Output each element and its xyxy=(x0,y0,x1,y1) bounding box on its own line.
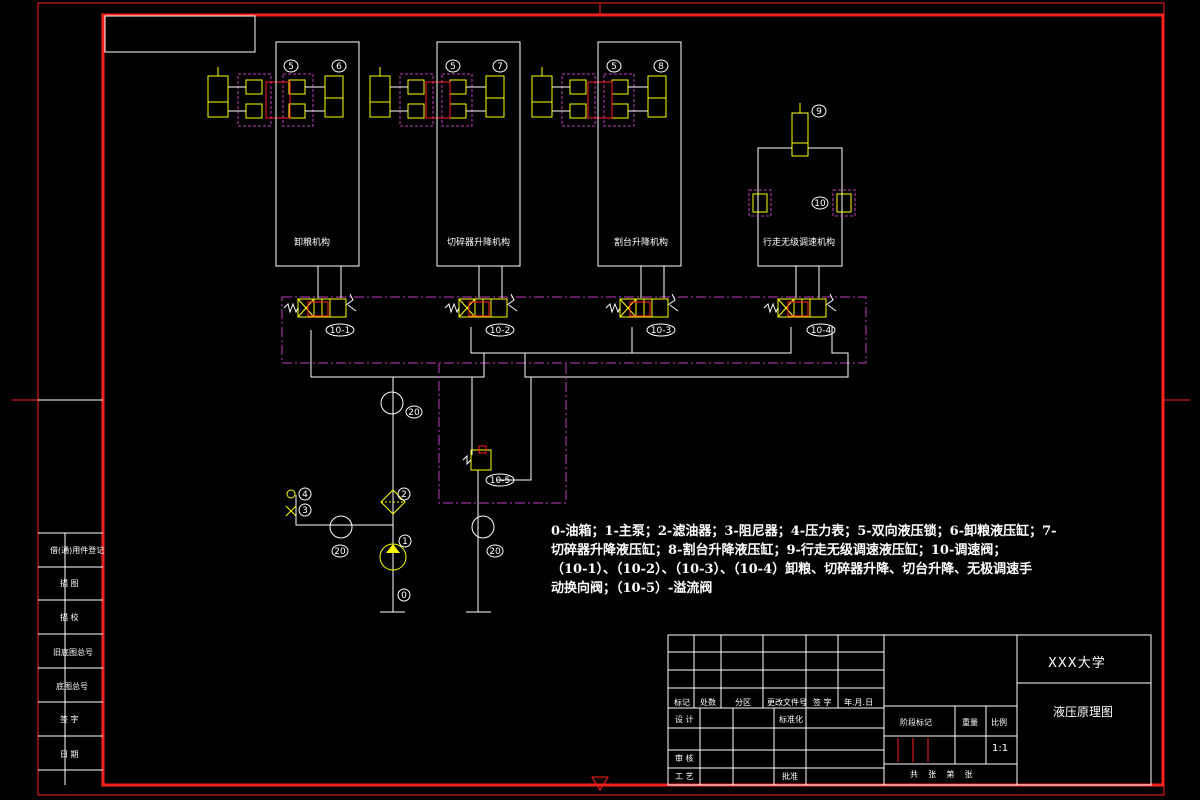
tb-zone: 分区 xyxy=(735,698,751,707)
tb-approve: 批准 xyxy=(782,772,798,781)
callout-valve-10-3-text: 10-3 xyxy=(651,326,671,336)
tb-weight: 重量 xyxy=(962,718,978,727)
drawing-title: 液压原理图 xyxy=(1053,705,1114,719)
callout-valve-10-2-text: 10-2 xyxy=(490,326,510,336)
tb-process: 工 艺 xyxy=(675,772,694,781)
callout-filter-2-text: 2 xyxy=(401,490,407,500)
tb-sign: 签 字 xyxy=(813,698,832,707)
callout-gauge-20: 20 xyxy=(486,544,504,558)
orientation-mark xyxy=(591,776,609,791)
callout-valve-10-1-text: 10-1 xyxy=(330,326,350,336)
tb-review: 审 核 xyxy=(675,754,694,763)
tb-stage: 阶段标记 xyxy=(900,718,932,727)
callout-tank-0-text: 0 xyxy=(401,591,407,601)
callout-pump-1-text: 1 xyxy=(402,537,408,547)
callout-valve-10-2: 10-2 xyxy=(485,323,515,337)
piping xyxy=(295,266,849,613)
mechanism-label-chopper: 切碎器升降机构 xyxy=(447,238,511,248)
callout-valve-10: 10 xyxy=(811,196,829,210)
mechanism-label-header: 割台升降机构 xyxy=(614,238,669,248)
callout-gauge-20: 20 xyxy=(331,544,349,558)
actuator-group-1 xyxy=(207,41,360,267)
callout-filter-2: 2 xyxy=(397,487,411,501)
callout-pump-1: 1 xyxy=(398,534,412,548)
tb-mark: 标记 xyxy=(674,698,690,707)
callout-cyl-9: 9 xyxy=(811,104,827,118)
callout-valve-10-5-text: 10-5 xyxy=(490,476,510,486)
side-label: 日 期 xyxy=(60,750,79,759)
damper-icon xyxy=(285,505,297,517)
callout-lock-1: 5 xyxy=(283,59,299,73)
tb-doc: 更改文件号 xyxy=(767,698,807,707)
tb-scale-label: 比例 xyxy=(991,718,1007,727)
side-label: 旧底图总号 xyxy=(53,648,93,657)
directional-valve-icon xyxy=(605,293,679,318)
actuator-group-4 xyxy=(748,103,856,267)
directional-valve-icon xyxy=(763,293,837,318)
callout-gauge-20-text: 20 xyxy=(408,408,420,418)
callout-valve-10-5: 10-5 xyxy=(485,473,515,487)
side-label: 描 校 xyxy=(60,613,79,622)
title-block xyxy=(667,634,1152,786)
tb-scale: 1:1 xyxy=(992,743,1009,754)
callout-lock-2-text: 5 xyxy=(450,62,456,72)
sheet-border xyxy=(37,2,1165,796)
pressure-gauge-icon xyxy=(471,515,495,539)
callout-cyl-8: 8 xyxy=(653,59,669,73)
side-label: 描 图 xyxy=(60,579,79,588)
mechanism-label-drive: 行走无级调速机构 xyxy=(763,238,836,248)
callout-gauge-4: 4 xyxy=(298,487,312,501)
legend-text: 0-油箱；1-主泵；2-滤油器；3-阻尼器；4-压力表；5-双向液压锁；6-卸粮… xyxy=(551,522,1057,598)
directional-valve-icon xyxy=(283,293,357,318)
tb-sheets: 共 张 第 张 xyxy=(910,770,973,779)
legend-line: （10-1）、（10-2）、（10-3）、（10-4）卸粮、切碎器升降、切台升降… xyxy=(551,562,1033,577)
filter-icon xyxy=(380,489,406,515)
valve-manifold-boundary xyxy=(281,296,867,364)
side-label: 签 字 xyxy=(60,715,79,724)
mechanism-label-unloading: 卸粮机构 xyxy=(294,238,331,248)
callout-valve-10-4-text: 10-4 xyxy=(811,326,832,336)
tb-design: 设 计 xyxy=(675,715,694,724)
callout-damper-3: 3 xyxy=(298,503,312,517)
callout-cyl-6-text: 6 xyxy=(336,62,342,72)
code-box xyxy=(104,15,256,53)
callout-gauge-20: 20 xyxy=(405,405,423,419)
side-label: 借(通)用件登记 xyxy=(50,546,105,555)
callout-tank-0: 0 xyxy=(397,588,411,602)
drawing-frame xyxy=(101,13,1165,787)
callout-valve-10-1: 10-1 xyxy=(325,323,355,337)
legend-line: 切碎器升降液压缸；8-割台升降液压缸；9-行走无级调速液压缸；10-调速阀； xyxy=(551,543,1007,558)
callout-damper-3-text: 3 xyxy=(302,506,308,516)
callout-cyl-7: 7 xyxy=(492,59,508,73)
callout-cyl-9-text: 9 xyxy=(816,107,822,117)
tb-date: 年.月.日 xyxy=(844,698,874,707)
callout-cyl-8-text: 8 xyxy=(658,62,664,72)
callout-lock-3: 5 xyxy=(606,59,622,73)
callout-gauge-20-text: 20 xyxy=(334,547,346,557)
tb-standard: 标准化 xyxy=(779,715,803,724)
callout-valve-10-3: 10-3 xyxy=(646,323,676,337)
callout-lock-1-text: 5 xyxy=(288,62,294,72)
actuator-group-2 xyxy=(369,41,521,267)
callout-valve-10-4: 10-4 xyxy=(806,323,836,337)
callout-cyl-7-text: 7 xyxy=(497,62,503,72)
callout-gauge-20-text: 20 xyxy=(489,547,501,557)
directional-valve-icon xyxy=(444,293,518,318)
callout-cyl-6: 6 xyxy=(331,59,347,73)
side-label: 底图总号 xyxy=(56,682,88,691)
callout-lock-2: 5 xyxy=(445,59,461,73)
side-label-column xyxy=(38,399,103,785)
university-name: XXX大学 xyxy=(1048,656,1106,671)
pressure-gauge-icon xyxy=(380,391,404,415)
callout-gauge-4-text: 4 xyxy=(302,490,308,500)
legend-line: 0-油箱；1-主泵；2-滤油器；3-阻尼器；4-压力表；5-双向液压锁；6-卸粮… xyxy=(551,524,1057,539)
gauge-icon xyxy=(286,489,296,499)
callout-valve-10-text: 10 xyxy=(814,199,826,209)
callout-lock-3-text: 5 xyxy=(611,62,617,72)
pressure-gauge-icon xyxy=(329,515,353,539)
legend-line: 动换向阀；（10-5）-溢流阀 xyxy=(551,581,713,596)
actuator-group-3 xyxy=(531,41,682,267)
tb-count: 处数 xyxy=(700,698,716,707)
